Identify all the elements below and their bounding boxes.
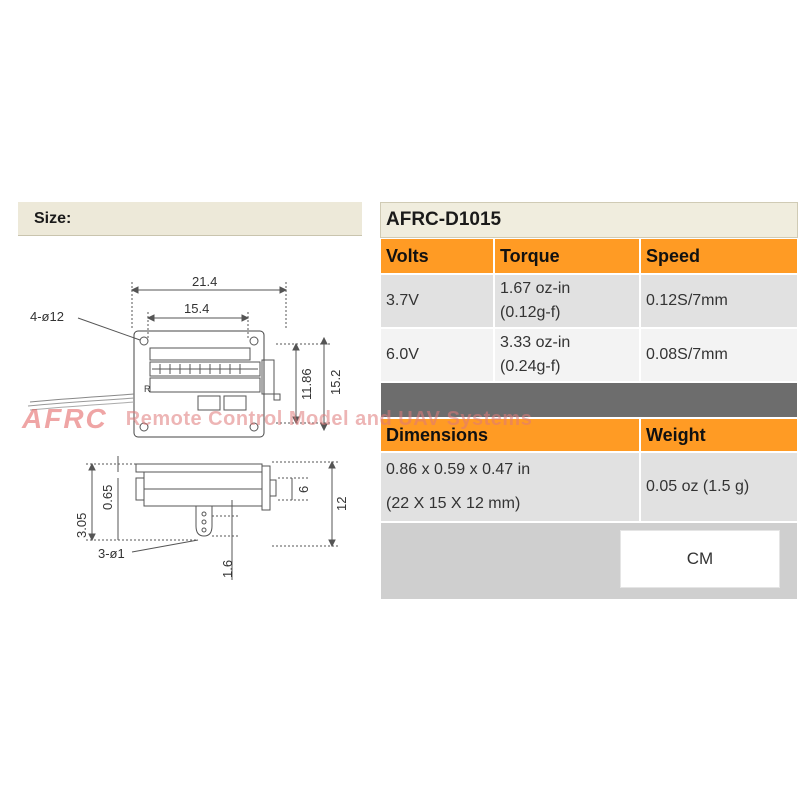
dimensions-value: 0.86 x 0.59 x 0.47 in (22 X 15 X 12 mm): [380, 452, 640, 522]
row2-volts: 6.0V: [380, 328, 494, 382]
spec-sheet: Size: AFRC-D1015 Volts Torque Speed 3.7V…: [18, 202, 798, 600]
dimensions-inches: 0.86 x 0.59 x 0.47 in: [386, 461, 531, 478]
row1-torque-value: 1.67 oz-in: [500, 280, 571, 297]
row1-volts: 3.7V: [380, 274, 494, 328]
header-torque: Torque: [494, 238, 640, 274]
header-speed: Speed: [640, 238, 798, 274]
size-header: Size:: [18, 202, 362, 236]
header-volts: Volts: [380, 238, 494, 274]
header-dimensions: Dimensions: [380, 418, 640, 452]
row1-speed: 0.12S/7mm: [640, 274, 798, 328]
spec-table: AFRC-D1015 Volts Torque Speed 3.7V 1.67 …: [380, 202, 798, 600]
size-label: Size:: [34, 210, 72, 227]
dimensions-mm: (22 X 15 X 12 mm): [386, 495, 521, 512]
row1-torque-metric: (0.12g-f): [500, 304, 561, 321]
row2-torque: 3.33 oz-in (0.24g-f): [494, 328, 640, 382]
weight-value: 0.05 oz (1.5 g): [640, 452, 798, 522]
divider: [362, 202, 380, 600]
header-weight: Weight: [640, 418, 798, 452]
model-title: AFRC-D1015: [380, 202, 798, 238]
row1-torque: 1.67 oz-in (0.12g-f): [494, 274, 640, 328]
cm-button[interactable]: CM: [620, 530, 780, 588]
drawing-area: [18, 236, 362, 600]
row2-speed: 0.08S/7mm: [640, 328, 798, 382]
row2-torque-metric: (0.24g-f): [500, 358, 561, 375]
separator-bar: [380, 382, 798, 418]
row2-torque-value: 3.33 oz-in: [500, 334, 571, 351]
